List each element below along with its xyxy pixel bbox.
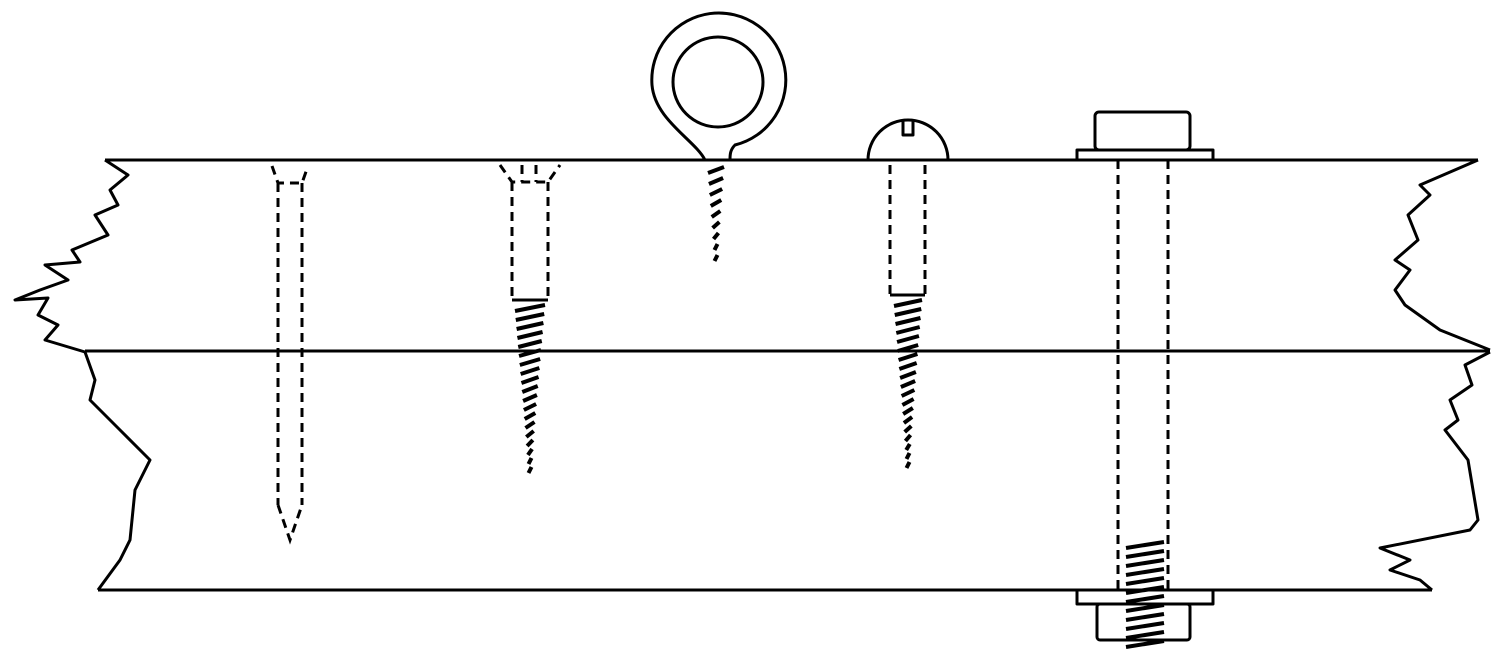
thread-mark — [1125, 558, 1165, 568]
thread-mark — [707, 165, 725, 175]
thread-mark — [897, 343, 919, 353]
thread-mark — [712, 231, 720, 241]
thread-mark — [710, 209, 722, 219]
thread-mark — [893, 298, 923, 308]
thread-mark — [896, 334, 920, 344]
thread-mark — [520, 375, 540, 385]
top-washer — [1075, 148, 1215, 162]
thread-mark — [525, 429, 535, 439]
thread-mark — [894, 307, 922, 317]
lower-board — [83, 350, 1491, 592]
flat-head-wood-screw — [498, 164, 562, 474]
thread-mark — [712, 243, 720, 251]
thread-mark — [526, 457, 534, 465]
thread-mark — [708, 187, 724, 197]
nail — [270, 165, 310, 545]
thread-mark — [524, 420, 536, 430]
lower-board-right-rough-edge — [1378, 350, 1491, 592]
thread-mark — [1125, 594, 1165, 604]
thread-mark — [1125, 630, 1165, 640]
upper-board — [13, 158, 1491, 354]
thread-mark — [902, 406, 914, 416]
upper-board-right-rough-edge — [1393, 158, 1491, 352]
thread-mark — [903, 433, 913, 443]
screw-eye — [650, 11, 788, 262]
thread-mark — [1125, 612, 1165, 622]
thread-mark — [526, 466, 534, 474]
thread-mark — [899, 370, 917, 380]
thread-mark — [900, 379, 916, 389]
thread-mark — [708, 176, 724, 186]
thread-mark — [522, 393, 538, 403]
thread-mark — [709, 198, 723, 208]
lower-board-left-rough-edge — [83, 351, 152, 591]
thread-mark — [515, 312, 545, 322]
thread-mark — [1125, 585, 1165, 595]
thread-mark — [900, 388, 916, 398]
thread-mark — [903, 424, 913, 434]
nut — [1095, 602, 1192, 642]
thread-mark — [895, 316, 921, 326]
thread-mark — [523, 411, 537, 421]
round-head-screw — [866, 118, 950, 469]
thread-mark — [518, 348, 542, 358]
thread-mark — [519, 357, 541, 367]
thread-mark — [712, 254, 720, 262]
thread-mark — [1125, 621, 1165, 631]
thread-mark — [904, 461, 912, 469]
thread-mark — [1125, 603, 1165, 613]
thread-mark — [902, 415, 914, 425]
thread-mark — [904, 452, 912, 460]
thread-mark — [1125, 567, 1165, 577]
bolt-head — [1093, 110, 1192, 152]
upper-board-left-rough-edge — [13, 158, 130, 354]
bolt-with-nut — [1075, 110, 1215, 649]
thread-mark — [898, 361, 918, 371]
thread-mark — [520, 366, 540, 376]
thread-mark — [901, 397, 915, 407]
thread-mark — [523, 402, 537, 412]
thread-mark — [526, 447, 534, 457]
thread-mark — [525, 438, 535, 448]
thread-mark — [897, 352, 919, 362]
thread-mark — [1125, 576, 1165, 586]
thread-mark — [895, 325, 921, 335]
thread-mark — [711, 220, 721, 230]
thread-mark — [1125, 540, 1165, 550]
thread-mark — [514, 303, 546, 313]
thread-mark — [516, 330, 544, 340]
thread-mark — [1125, 549, 1165, 559]
thread-mark — [904, 442, 912, 452]
thread-mark — [516, 321, 544, 331]
thread-mark — [1125, 639, 1165, 649]
thread-mark — [521, 384, 539, 394]
thread-mark — [517, 339, 543, 349]
